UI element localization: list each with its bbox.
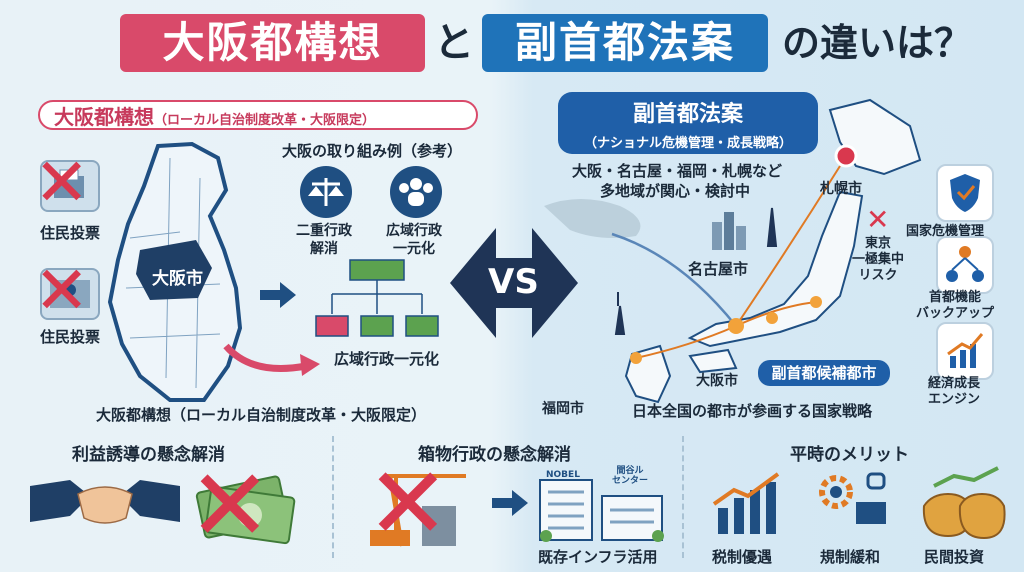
candidate-city-tag: 副首都候補都市 xyxy=(758,360,890,386)
right-header-main: 副首都法案 xyxy=(632,102,743,127)
bottom-section-2-caption: 既存インフラ活用 xyxy=(538,548,658,566)
vote-label-2: 住民投票 xyxy=(40,328,101,346)
example-1-label: 二重行政 解消 xyxy=(296,223,352,257)
people-icon xyxy=(390,166,442,218)
city-nagoya: 名古屋市 xyxy=(688,260,749,278)
arrow-right-icon xyxy=(260,282,296,308)
bottom-section-1-title: 利益誘導の懸念解消 xyxy=(72,445,225,465)
cross-icon: ✕ xyxy=(188,447,272,564)
arrow-right-icon xyxy=(492,490,528,516)
japan-map xyxy=(544,98,922,404)
org-caption: 広域行政一元化 xyxy=(334,350,440,368)
tokyo-risk-label: 東京 一極集中 リスク xyxy=(852,236,905,283)
city-fukuoka: 福岡市 xyxy=(542,401,584,417)
interest-line-1: 大阪・名古屋・福岡・札幌など xyxy=(572,162,783,180)
title-conjunction: と xyxy=(434,20,474,66)
bottom-section-3-title: 平時のメリット xyxy=(790,445,909,465)
city-osaka: 大阪市 xyxy=(696,373,738,389)
building-sign-1: NOBEL xyxy=(546,470,580,480)
left-header-main: 大阪都構想 xyxy=(54,105,154,129)
cross-icon: ✕ xyxy=(366,445,450,562)
network-icon xyxy=(936,236,994,294)
vs-label: VS xyxy=(488,262,539,302)
org-chart-diagram xyxy=(315,259,439,337)
curved-arrow-icon xyxy=(223,343,320,376)
examples-title: 大阪の取り組み例（参考） xyxy=(282,142,463,160)
divider xyxy=(332,436,334,558)
vote-label-1: 住民投票 xyxy=(40,224,101,242)
growth-chart-icon xyxy=(936,322,994,380)
left-panel-header: 大阪都構想（ローカル自治制度改革・大阪限定） xyxy=(38,100,478,130)
ballot-icon xyxy=(40,160,100,212)
osaka-city-label: 大阪市 xyxy=(152,269,203,289)
tokyo-cross-icon: ✕ xyxy=(866,203,890,236)
building-sign-2: 間谷ル センター xyxy=(612,466,649,486)
right-panel-footer: 日本全国の都市が参画する国家戦略 xyxy=(632,402,873,420)
cross-icon: ✕ xyxy=(34,252,90,329)
title-suffix: の違いは？ xyxy=(782,21,973,65)
existing-buildings-icon xyxy=(539,479,664,542)
right-panel-header: 副首都法案 （ナショナル危機管理・成長戦略） xyxy=(558,92,818,154)
left-panel-footer: 大阪都構想（ローカル自治制度改革・大阪限定） xyxy=(96,406,427,424)
handshake-icon xyxy=(30,480,180,524)
city-sapporo: 札幌市 xyxy=(820,181,862,197)
merit-3: 民間投資 xyxy=(924,548,985,566)
osaka-prefecture-map xyxy=(107,141,243,402)
gear-icon xyxy=(819,472,886,524)
tax-growth-icon xyxy=(712,472,780,534)
interest-line-2: 多地域が関心・検討中 xyxy=(600,182,751,200)
merit-2: 規制緩和 xyxy=(820,548,881,566)
divider xyxy=(682,436,684,558)
right-header-sub: （ナショナル危機管理・成長戦略） xyxy=(583,136,792,151)
title-fukushuto-box: 副首都法案 xyxy=(482,14,768,72)
money-icon xyxy=(195,475,296,545)
vs-arrows-icon xyxy=(450,228,578,338)
title-osaka-box: 大阪都構想 xyxy=(120,14,425,72)
side-item-1: 国家危機管理 xyxy=(906,224,985,239)
scales-icon xyxy=(300,166,352,218)
bottom-section-2-title: 箱物行政の懸念解消 xyxy=(418,445,571,465)
construction-site-icon xyxy=(370,474,466,547)
side-item-3: 経済成長 エンジン xyxy=(928,376,981,407)
voting-booth-icon xyxy=(40,268,100,320)
merit-1: 税制優遇 xyxy=(712,548,773,566)
left-header-sub: （ローカル自治制度改革・大阪限定） xyxy=(154,113,376,128)
shield-icon xyxy=(936,164,994,222)
side-item-2: 首都機能 バックアップ xyxy=(916,290,995,321)
money-bags-icon xyxy=(922,466,1006,540)
cross-icon: ✕ xyxy=(34,144,90,221)
example-2-label: 広域行政 一元化 xyxy=(386,223,442,257)
